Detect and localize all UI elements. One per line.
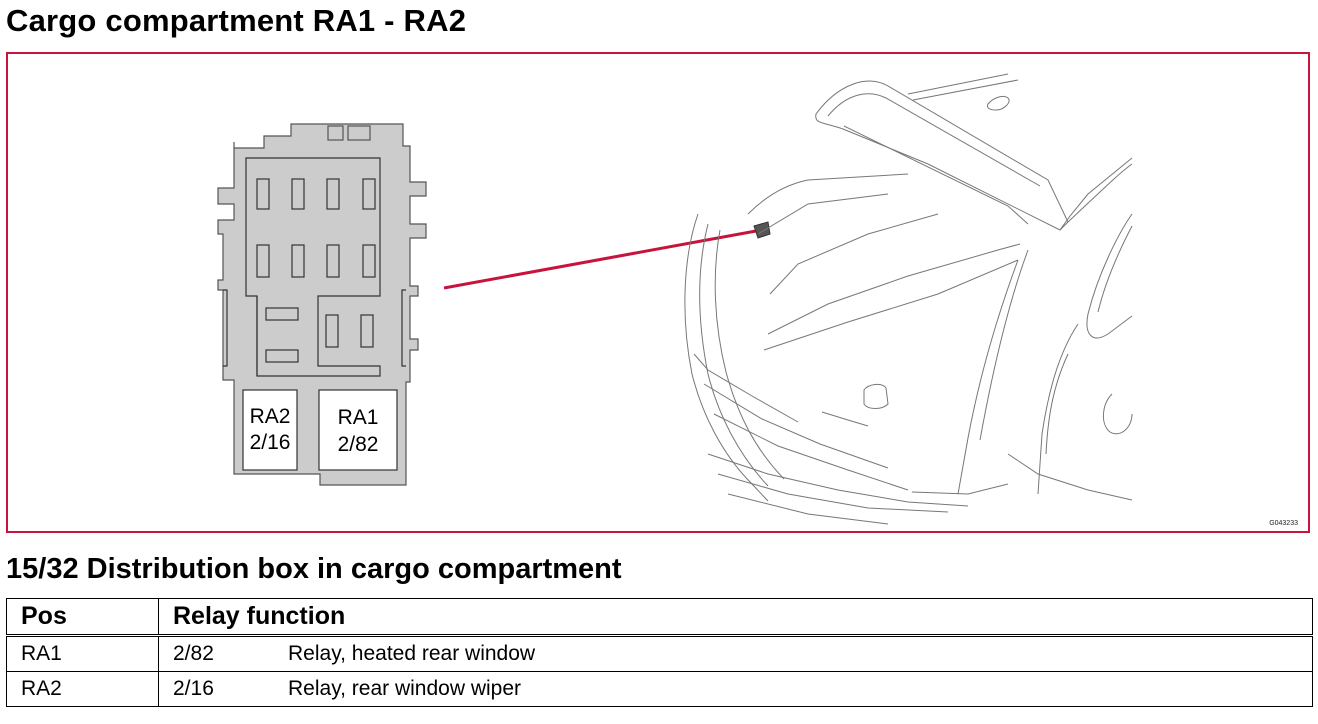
row-pos: RA2 [6, 671, 159, 707]
row-code: 2/82 [173, 642, 214, 665]
row-function-cell: 2/16 Relay, rear window wiper [158, 671, 1313, 707]
table-header-row: Pos Relay function [6, 598, 1313, 637]
section-heading: 15/32 Distribution box in cargo compartm… [6, 553, 622, 585]
row-function: Relay, heated rear window [288, 642, 536, 665]
row-code: 2/16 [173, 677, 214, 700]
relay-label-ra2: RA2 [250, 405, 291, 428]
car-rear-drawing [684, 73, 1133, 525]
relay-code-ra2: 2/16 [250, 431, 291, 454]
table-row: RA2 2/16 Relay, rear window wiper [6, 671, 1313, 707]
figure-code: G043233 [1269, 520, 1298, 527]
location-marker [753, 221, 771, 239]
relay-label-ra1: RA1 [338, 406, 379, 429]
header-pos: Pos [6, 598, 159, 637]
table-row: RA1 2/82 Relay, heated rear window [6, 635, 1313, 672]
relay-table: Pos Relay function RA1 2/82 Relay, heated… [6, 598, 1313, 707]
row-function: Relay, rear window wiper [288, 677, 522, 700]
distribution-box-diagram: RA2 2/16 RA1 2/82 [217, 73, 1133, 525]
page-title: Cargo compartment RA1 - RA2 [6, 3, 467, 38]
row-pos: RA1 [6, 635, 159, 672]
figure-frame: RA2 2/16 RA1 2/82 [6, 52, 1310, 533]
pointer-line [443, 229, 757, 290]
row-function-cell: 2/82 Relay, heated rear window [158, 635, 1313, 672]
relay-code-ra1: 2/82 [338, 433, 379, 456]
header-function: Relay function [158, 598, 1313, 637]
distribution-box [217, 123, 427, 486]
